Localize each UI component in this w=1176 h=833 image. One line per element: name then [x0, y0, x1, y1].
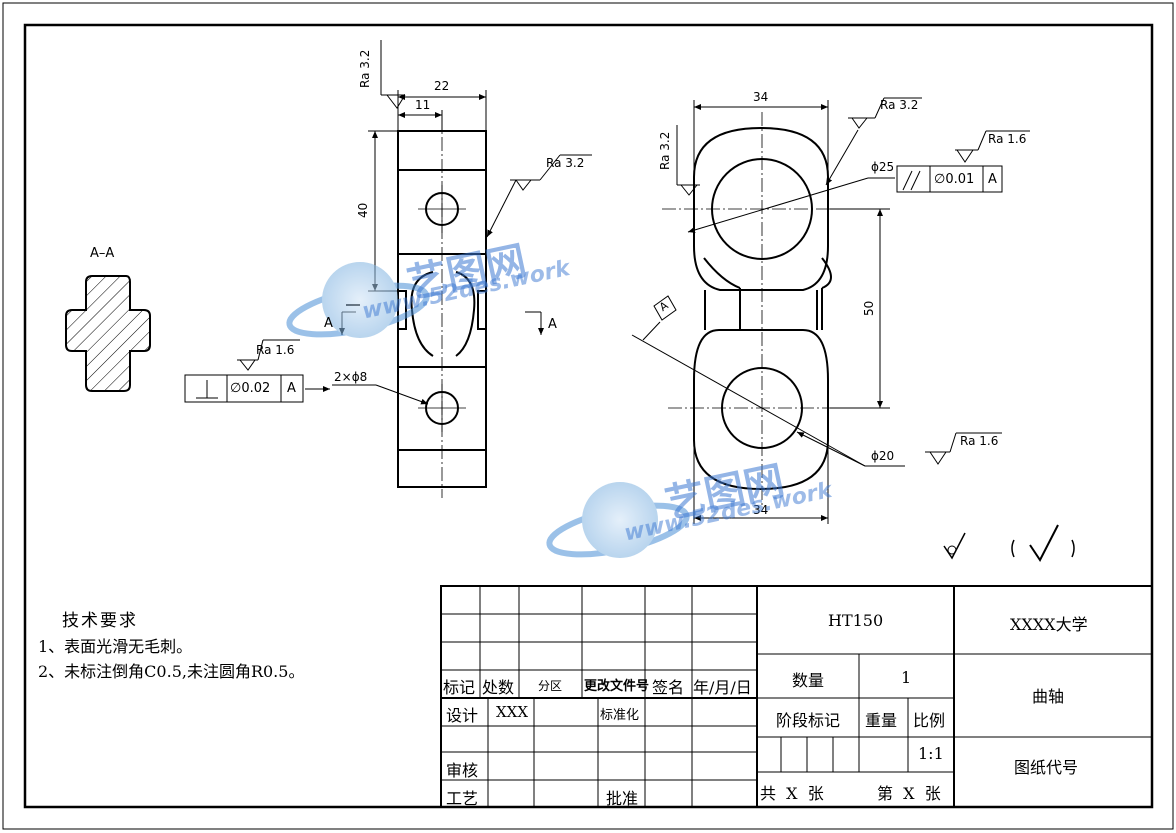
title-drawing-code: 图纸代号 — [1014, 758, 1079, 777]
dim-big-hole: ϕ25 — [871, 160, 895, 174]
roughness-front-bottom: Ra 1.6 — [960, 434, 999, 448]
roughness-front-top: Ra 3.2 — [880, 98, 919, 112]
dim-side-height: 40 — [356, 202, 370, 218]
section-mark-left: A — [324, 316, 333, 331]
tech-req-title: 技术要求 — [62, 611, 138, 631]
parallel-tol-value: ∅0.01 — [934, 172, 975, 187]
title-qty-value: 1 — [901, 668, 912, 687]
dim-front-top-width: 34 — [753, 90, 769, 104]
section-mark-right: A — [548, 317, 557, 332]
roughness-side-ref: Ra 1.6 — [256, 343, 295, 357]
title-weight-label: 重量 — [865, 711, 898, 730]
dim-side-width: 22 — [434, 79, 450, 93]
title-block — [440, 585, 1153, 808]
title-date: 年/月/日 — [693, 678, 752, 697]
title-review: 审核 — [446, 761, 479, 780]
side-view — [397, 115, 487, 498]
title-design: 设计 — [446, 706, 479, 725]
front-view — [662, 112, 858, 508]
front-dimensions — [631, 97, 1075, 562]
title-school: XXXX大学 — [1010, 615, 1088, 634]
title-qty-label: 数量 — [792, 671, 825, 690]
dim-small-hole: ϕ20 — [871, 449, 895, 463]
roughness-side-face: Ra 3.2 — [546, 156, 585, 170]
title-signature: 签名 — [652, 678, 685, 697]
tech-req-item-1: 1、表面光滑无毛刺。 — [38, 637, 193, 656]
title-standard: 标准化 — [600, 708, 640, 723]
title-mark: 标记 — [443, 678, 476, 697]
title-zone: 分区 — [538, 679, 563, 693]
title-count: 处数 — [482, 678, 515, 697]
title-designer: XXX — [496, 703, 529, 721]
dim-holes: 2×ϕ8 — [334, 370, 368, 384]
title-scale-value: 1:1 — [918, 744, 944, 763]
dim-side-half: 11 — [415, 98, 431, 112]
title-material: HT150 — [828, 611, 884, 630]
title-scale-label: 比例 — [913, 711, 946, 730]
section-a-a — [65, 275, 151, 392]
title-change-doc: 更改文件号 — [584, 679, 650, 694]
title-part-name: 曲轴 — [1032, 687, 1065, 706]
dim-front-bottom-width: 34 — [753, 503, 769, 517]
parallel-tol-datum: A — [988, 172, 997, 187]
roughness-front-tol: Ra 1.6 — [988, 132, 1027, 146]
roughness-front-left: Ra 3.2 — [658, 131, 672, 170]
tech-req-item-2: 2、未标注倒角C0.5,未注圆角R0.5。 — [38, 662, 305, 681]
perpendicularity-frame — [184, 374, 304, 403]
perp-tol-datum: A — [287, 381, 296, 396]
section-a-a-label: A–A — [90, 246, 115, 261]
title-total-sheets: 共 X 张 — [760, 784, 824, 803]
title-approve: 批准 — [606, 789, 639, 808]
dim-center-distance: 50 — [862, 300, 876, 316]
title-stage-label: 阶段标记 — [776, 711, 841, 730]
perp-tol-value: ∅0.02 — [230, 381, 271, 396]
title-process: 工艺 — [446, 789, 479, 808]
watermark-logo — [286, 262, 690, 558]
title-sheet-no: 第 X 张 — [877, 784, 941, 803]
roughness-side-top: Ra 3.2 — [358, 49, 372, 88]
